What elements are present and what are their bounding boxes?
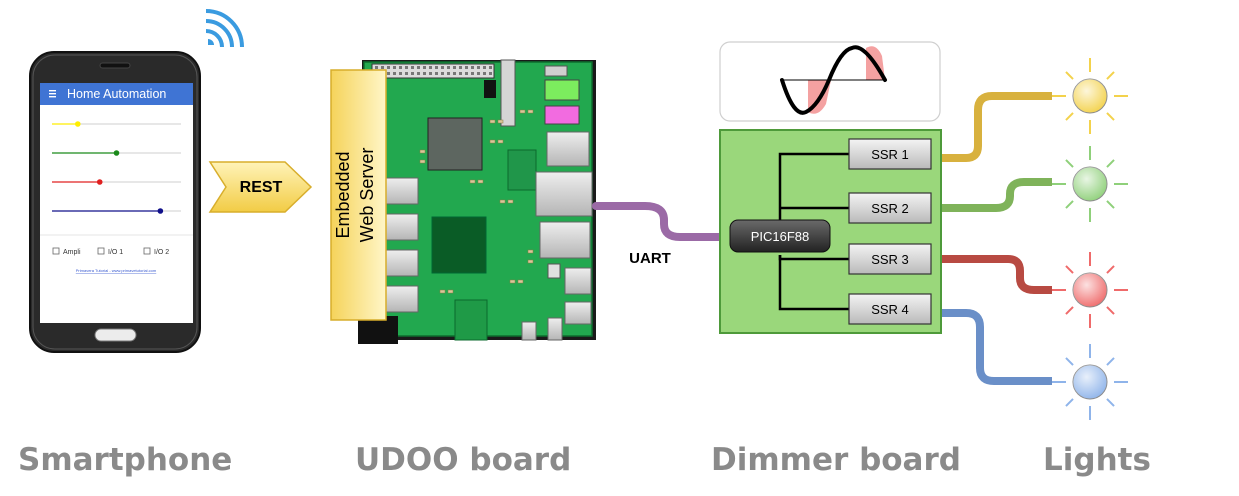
rest-label: REST xyxy=(240,179,283,196)
uart-wire xyxy=(592,202,739,241)
udoo-board xyxy=(358,59,596,344)
slider-thumb[interactable] xyxy=(113,150,120,156)
slider-thumb[interactable] xyxy=(96,179,103,185)
pic16f88-label: PIC16F88 xyxy=(751,229,810,244)
checkbox-1[interactable]: Ampli xyxy=(52,247,81,256)
app-title: Home Automation xyxy=(67,87,166,101)
ssr-1: SSR 1 xyxy=(848,138,932,170)
wire-ssr-4 xyxy=(942,309,1052,385)
phase-cut-sine-wave-icon xyxy=(719,41,941,122)
wire-ssr-2 xyxy=(942,178,1052,212)
rest-arrow: REST xyxy=(208,161,313,213)
slider-3[interactable] xyxy=(52,179,181,185)
checkbox-3[interactable]: I/O 2 xyxy=(143,247,169,256)
embedded-web-server: Embedded Web Server xyxy=(330,69,387,321)
web-server-label-line2: Web Server xyxy=(357,148,377,243)
light-bulb-2 xyxy=(1052,146,1128,222)
caption-udoo-board: UDOO board xyxy=(355,442,572,478)
smartphone: Home Automation Ampli I/O 1 I/O 2 Primaver… xyxy=(29,51,201,353)
hamburger-menu-icon[interactable] xyxy=(49,90,56,98)
wire-ssr-1 xyxy=(942,92,1052,162)
home-button[interactable] xyxy=(94,328,137,342)
slider-1[interactable] xyxy=(52,121,181,127)
slider-4[interactable] xyxy=(52,208,181,214)
dimmer-board: PIC16F88 SSR 1 SSR 2 SSR 3 SSR 4 xyxy=(719,129,942,334)
light-bulb-1 xyxy=(1052,58,1128,134)
checkbox-label: Ampli xyxy=(63,249,81,256)
ssr-3: SSR 3 xyxy=(848,243,932,275)
light-bulb-4 xyxy=(1052,344,1128,420)
ssr-label: SSR 2 xyxy=(871,201,909,216)
caption-dimmer-board: Dimmer board xyxy=(711,442,961,478)
light-bulb-3 xyxy=(1052,252,1128,328)
pic16f88-chip xyxy=(729,219,831,253)
ssr-label: SSR 4 xyxy=(871,302,909,317)
slider-2[interactable] xyxy=(52,150,181,156)
checkbox-2[interactable]: I/O 1 xyxy=(97,247,123,256)
web-server-label-line1: Embedded xyxy=(333,151,353,238)
checkbox-label: I/O 1 xyxy=(108,249,123,256)
app-header-bar xyxy=(40,83,193,105)
slider-thumb[interactable] xyxy=(75,121,81,127)
caption-smartphone: Smartphone xyxy=(18,442,233,478)
ssr-4: SSR 4 xyxy=(848,293,932,325)
ssr-label: SSR 1 xyxy=(871,147,909,162)
footer-link[interactable]: Primavera Tutorial - www.primavetutorial… xyxy=(76,268,157,273)
wifi-signal-icon xyxy=(205,9,244,48)
caption-lights: Lights xyxy=(1043,442,1151,478)
checkbox-label: I/O 2 xyxy=(154,249,169,256)
checkbox-group: Ampli I/O 1 I/O 2 xyxy=(52,247,169,256)
slider-group xyxy=(52,121,181,214)
wire-ssr-3 xyxy=(942,255,1052,294)
ssr-2: SSR 2 xyxy=(848,192,932,224)
uart-label: UART xyxy=(629,250,671,267)
slider-thumb[interactable] xyxy=(157,208,164,214)
ssr-label: SSR 3 xyxy=(871,252,909,267)
